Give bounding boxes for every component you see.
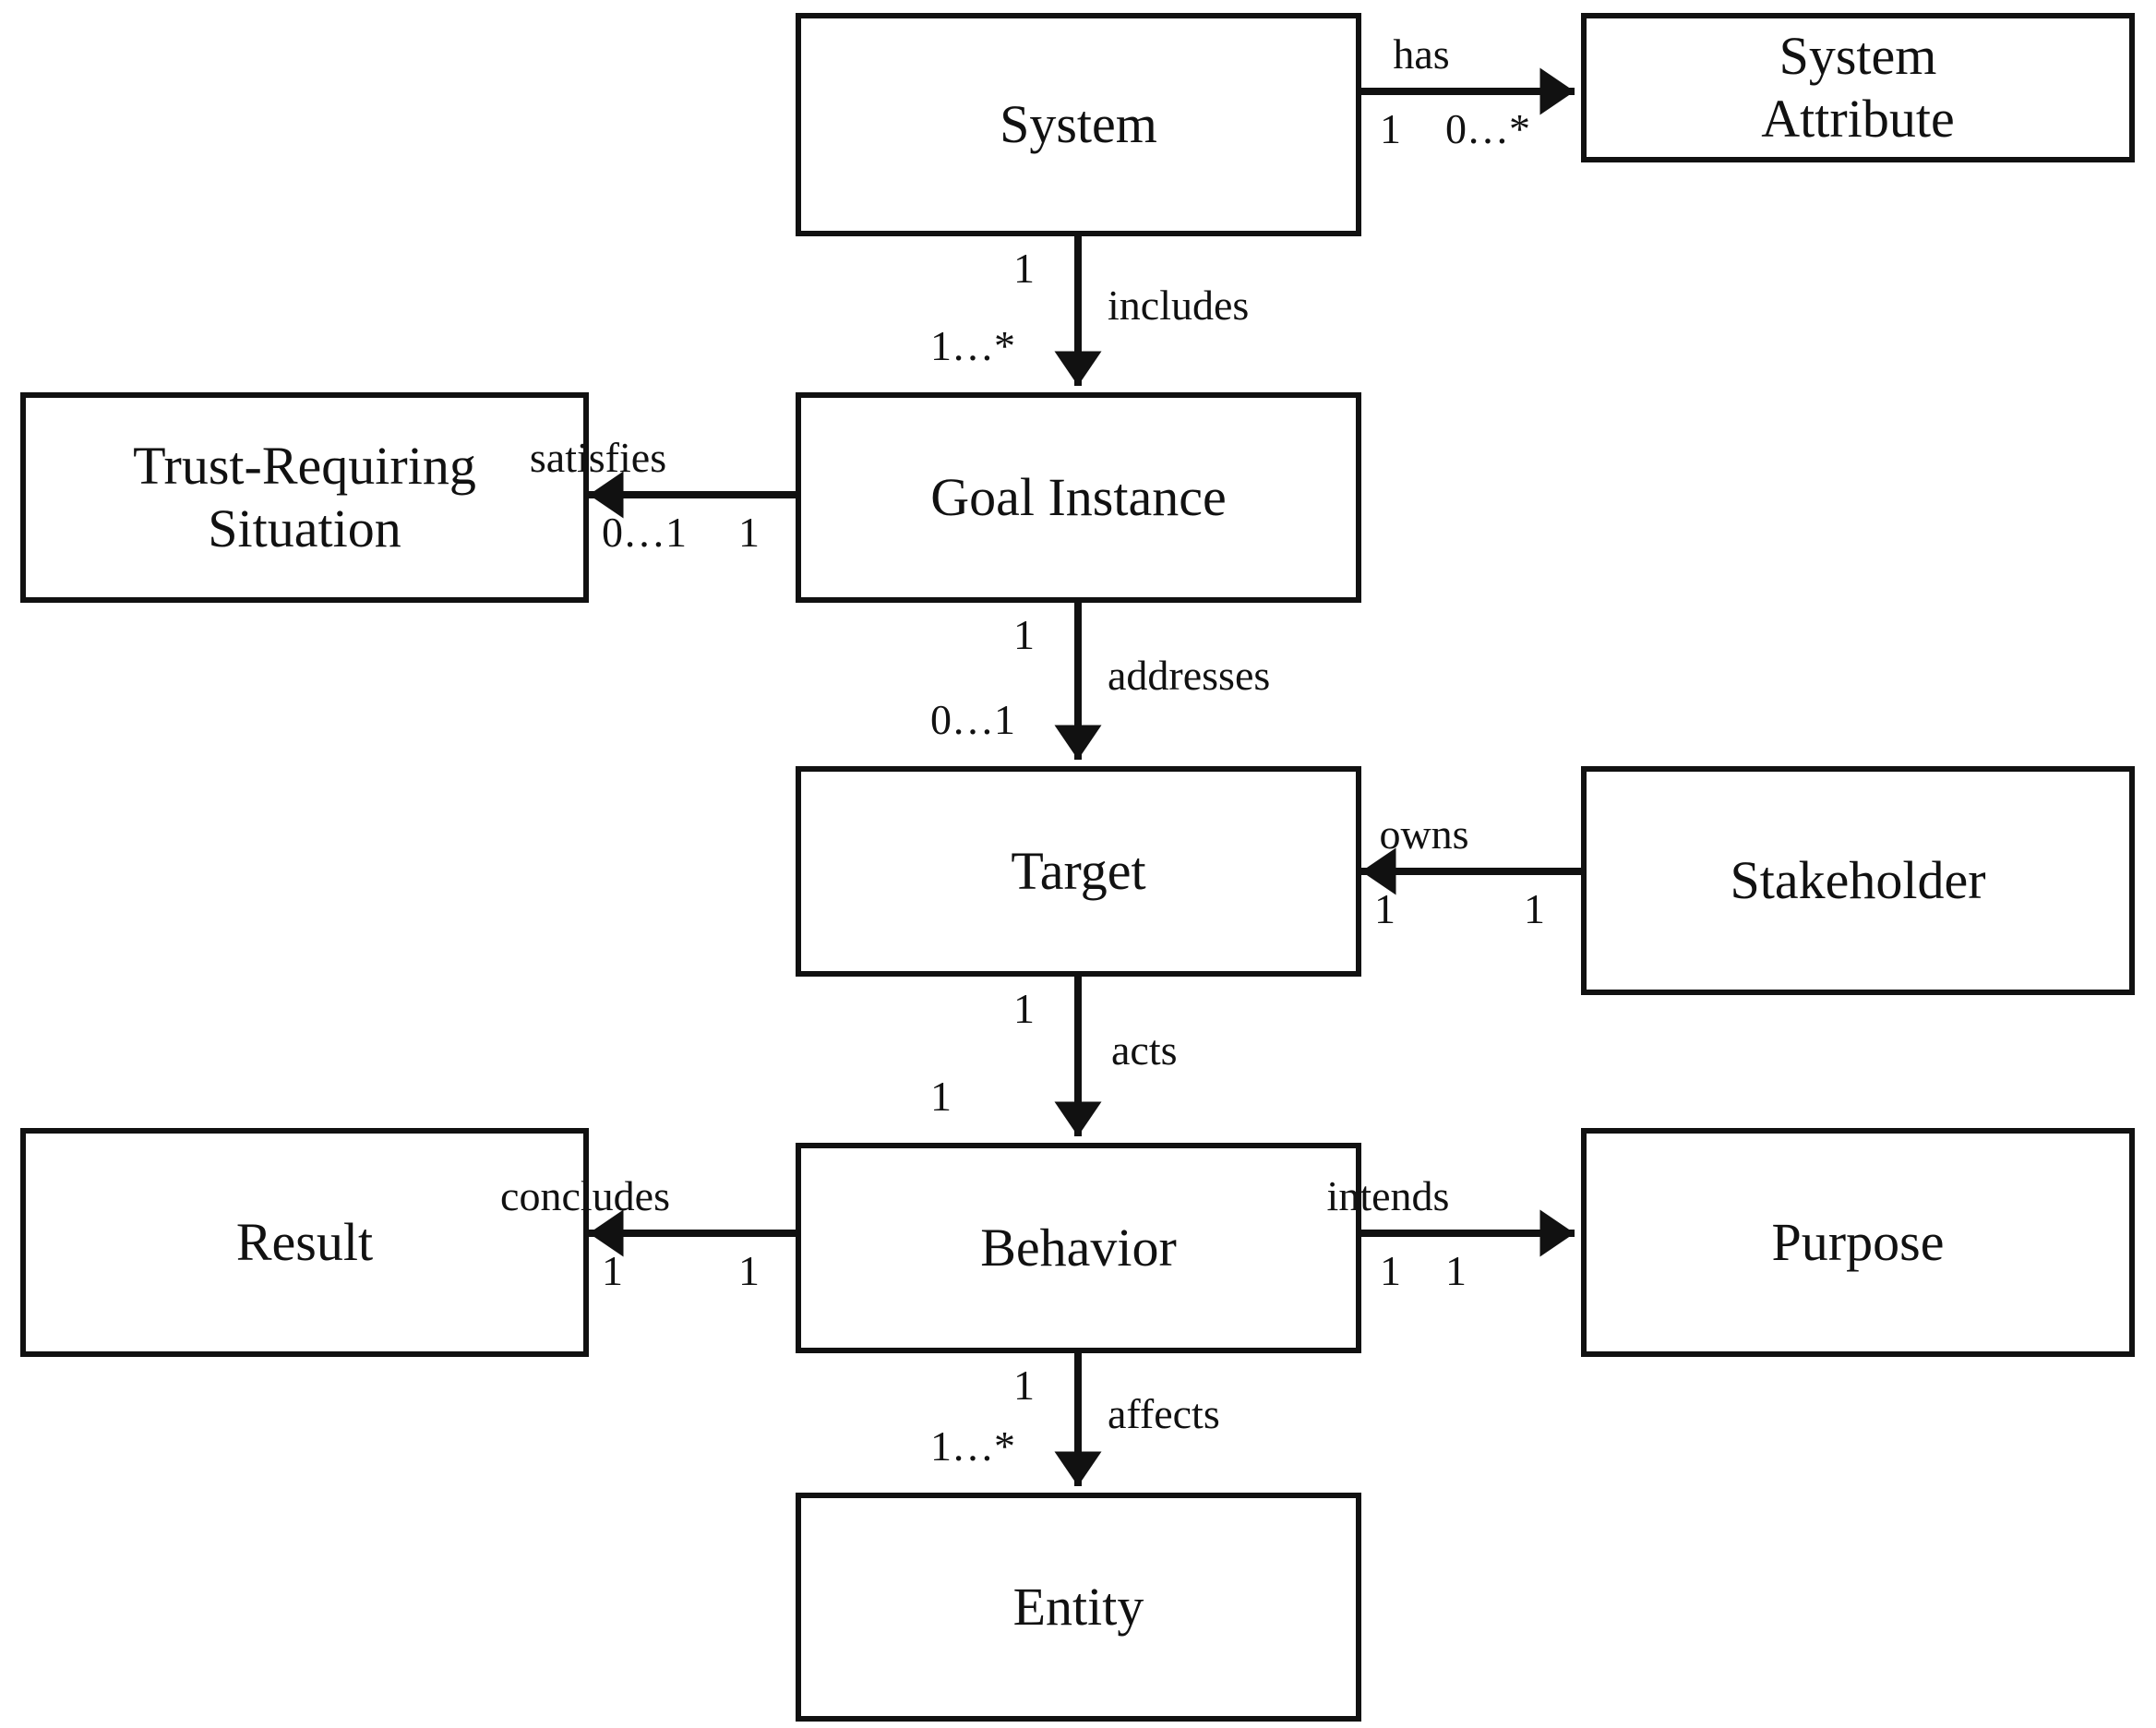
- edge-label-addresses: addresses: [1108, 651, 1271, 699]
- multiplicity-source-addresses: 1: [1013, 611, 1035, 658]
- node-purpose[interactable]: Purpose: [1581, 1128, 2135, 1357]
- node-label-purpose: Purpose: [1771, 1211, 1945, 1272]
- node-system_attr[interactable]: System Attribute: [1581, 13, 2135, 162]
- node-label-stakeholder: Stakeholder: [1730, 849, 1986, 910]
- node-label-system: System: [1000, 93, 1157, 154]
- multiplicity-target-concludes: 1: [602, 1247, 623, 1294]
- multiplicity-target-has: 0…*: [1445, 105, 1530, 152]
- edge-label-affects: affects: [1108, 1389, 1220, 1437]
- arrowhead-addresses: [1054, 725, 1102, 760]
- arrowhead-owns: [1361, 847, 1396, 895]
- arrowhead-affects: [1054, 1451, 1102, 1486]
- multiplicity-target-addresses: 0…1: [930, 696, 1015, 743]
- arrowhead-concludes: [589, 1209, 624, 1257]
- multiplicity-source-acts: 1: [1013, 985, 1035, 1032]
- multiplicity-source-concludes: 1: [738, 1247, 760, 1294]
- arrowhead-satisfies: [589, 471, 624, 519]
- multiplicity-target-owns: 1: [1374, 885, 1395, 932]
- edge-label-owns: owns: [1379, 810, 1469, 858]
- node-label-behavior: Behavior: [980, 1217, 1177, 1278]
- node-label-target: Target: [1011, 840, 1146, 901]
- multiplicity-target-includes: 1…*: [930, 322, 1015, 369]
- arrowhead-acts: [1054, 1101, 1102, 1136]
- multiplicity-source-has: 1: [1380, 105, 1401, 152]
- node-label-entity: Entity: [1012, 1576, 1144, 1637]
- edge-label-has: has: [1393, 30, 1450, 78]
- node-behavior[interactable]: Behavior: [796, 1143, 1361, 1353]
- node-entity[interactable]: Entity: [796, 1493, 1361, 1722]
- node-label-trust_sit: Trust-Requiring Situation: [133, 435, 476, 558]
- node-label-goal_instance: Goal Instance: [930, 466, 1227, 527]
- arrowhead-has: [1539, 67, 1575, 115]
- multiplicity-target-affects: 1…*: [930, 1422, 1015, 1470]
- multiplicity-source-owns: 1: [1524, 885, 1545, 932]
- multiplicity-source-satisfies: 1: [738, 509, 760, 556]
- multiplicity-source-includes: 1: [1013, 245, 1035, 292]
- multiplicity-target-intends: 1: [1445, 1247, 1467, 1294]
- multiplicity-target-acts: 1: [930, 1073, 952, 1120]
- arrowhead-intends: [1539, 1209, 1575, 1257]
- node-target[interactable]: Target: [796, 766, 1361, 977]
- node-trust_sit[interactable]: Trust-Requiring Situation: [20, 392, 589, 603]
- node-stakeholder[interactable]: Stakeholder: [1581, 766, 2135, 995]
- node-result[interactable]: Result: [20, 1128, 589, 1357]
- multiplicity-source-affects: 1: [1013, 1362, 1035, 1409]
- edge-label-satisfies: satisfies: [529, 434, 667, 482]
- multiplicity-target-satisfies: 0…1: [602, 509, 687, 556]
- multiplicity-source-intends: 1: [1380, 1247, 1401, 1294]
- node-label-result: Result: [235, 1211, 374, 1272]
- node-label-system_attr: System Attribute: [1761, 25, 1955, 149]
- edge-label-includes: includes: [1108, 281, 1250, 329]
- node-goal_instance[interactable]: Goal Instance: [796, 392, 1361, 603]
- edge-label-intends: intends: [1326, 1172, 1450, 1220]
- node-system[interactable]: System: [796, 13, 1361, 236]
- edge-label-acts: acts: [1111, 1026, 1178, 1074]
- edge-label-concludes: concludes: [500, 1172, 670, 1220]
- arrowhead-includes: [1054, 351, 1102, 386]
